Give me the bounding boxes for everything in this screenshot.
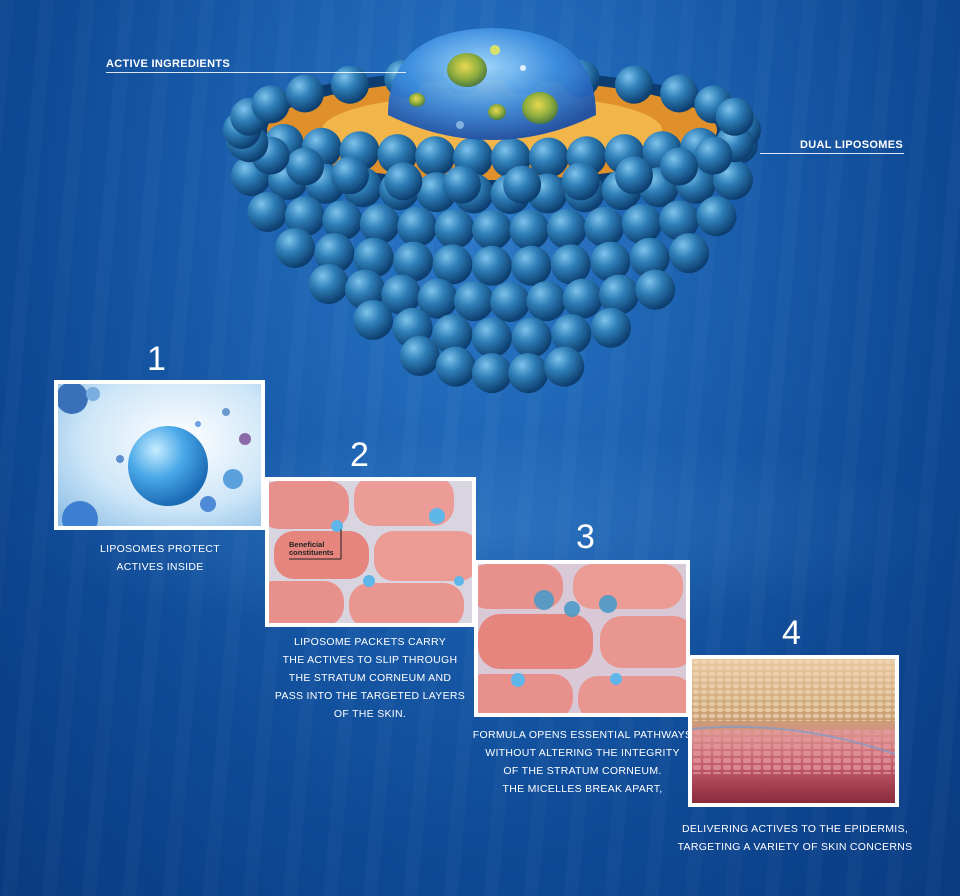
lipid-sphere (384, 162, 423, 201)
step-4-number: 4 (782, 614, 801, 652)
lipid-sphere (715, 97, 754, 136)
lipid-sphere (472, 353, 512, 394)
active-ingredients-leader-line (106, 72, 406, 73)
lipid-sphere (432, 314, 473, 355)
step-4-caption-line: DELIVERING ACTIVES TO THE EPIDERMIS, (681, 823, 909, 835)
step-2-caption-line: THE ACTIVES TO SLIP THROUGH (282, 654, 458, 666)
lipid-sphere (331, 156, 369, 195)
lipid-sphere (417, 278, 458, 319)
lipid-sphere (345, 269, 385, 310)
lipid-sphere (562, 278, 603, 319)
lipid-sphere (635, 269, 676, 310)
lipid-sphere (442, 165, 481, 204)
lipid-sphere (659, 200, 700, 241)
lipid-sphere (511, 317, 552, 358)
step-2-caption-line: OF THE SKIN. (333, 708, 407, 720)
step-1-caption-line: LIPOSOMES PROTECT (99, 543, 221, 555)
lipid-sphere (393, 241, 434, 282)
lipid-sphere (526, 281, 567, 322)
lipid-sphere (629, 237, 670, 278)
lipid-sphere (490, 282, 531, 322)
step-1-number: 1 (147, 340, 166, 378)
step-1-caption: LIPOSOMES PROTECT ACTIVES INSIDE (48, 540, 272, 576)
lipid-sphere (546, 208, 587, 249)
lipid-sphere (508, 353, 549, 394)
step-3-number: 3 (576, 518, 595, 556)
lipid-sphere (590, 241, 631, 282)
lipid-sphere (399, 336, 440, 376)
lipid-sphere (285, 74, 324, 113)
lipid-sphere (584, 206, 625, 247)
lipid-sphere (472, 245, 512, 286)
step-3-caption-line: OF THE STRATUM CORNEUM. (503, 765, 662, 777)
step-3-caption-line: WITHOUT ALTERING THE INTEGRITY (485, 747, 680, 759)
lipid-sphere (285, 147, 324, 186)
lipid-sphere (308, 264, 349, 304)
lipid-sphere (511, 245, 552, 286)
step-2-caption-line: THE STRATUM CORNEUM AND (288, 672, 452, 684)
lipid-sphere (274, 228, 315, 268)
step-3-caption-line: FORMULA OPENS ESSENTIAL PATHWAYS (472, 729, 693, 741)
lipid-sphere (353, 237, 394, 278)
beneficial-constituents-label: Beneficial constituents (289, 540, 334, 557)
lipid-sphere (359, 203, 400, 244)
dual-liposomes-label: DUAL LIPOSOMES (800, 139, 904, 151)
lipid-sphere (331, 65, 369, 104)
lipid-sphere (615, 65, 653, 104)
step-4-caption: DELIVERING ACTIVES TO THE EPIDERMIS, TAR… (670, 820, 920, 856)
lipid-sphere (435, 346, 476, 387)
lipid-sphere (551, 314, 592, 355)
lipid-sphere (247, 192, 288, 232)
lipid-sphere (561, 162, 600, 201)
active-ingredients-label: ACTIVE INGREDIENTS (106, 58, 230, 70)
step-1-caption-line: ACTIVES INSIDE (116, 561, 204, 573)
lipid-sphere (432, 244, 473, 285)
step-3-caption: FORMULA OPENS ESSENTIAL PATHWAYS WITHOUT… (460, 726, 705, 798)
step-4-caption-line: TARGETING A VARIETY OF SKIN CONCERNS (677, 841, 913, 853)
lipid-sphere (322, 200, 363, 241)
lipid-sphere (528, 137, 569, 178)
lipid-sphere (453, 281, 494, 322)
lipid-sphere (694, 136, 733, 175)
lipid-sphere (544, 346, 585, 387)
liposome-illustration (223, 28, 761, 394)
step-2-photo: Beneficial constituents (265, 477, 476, 627)
lipid-sphere (615, 156, 653, 195)
lipid-sphere (509, 209, 550, 250)
step-3-photo (474, 560, 690, 717)
lipid-sphere (251, 85, 290, 124)
step-2-number: 2 (350, 436, 369, 474)
lipid-sphere (621, 203, 662, 244)
lipid-sphere (503, 165, 542, 204)
lipid-sphere (472, 209, 512, 250)
step-2-caption: LIPOSOME PACKETS CARRY THE ACTIVES TO SL… (250, 633, 490, 723)
lipid-sphere (434, 208, 475, 249)
lipid-sphere (415, 136, 456, 177)
dual-liposomes-leader-line (760, 153, 904, 154)
lipid-sphere (550, 244, 591, 285)
lipid-sphere (397, 206, 438, 247)
step-2-caption-line: PASS INTO THE TARGETED LAYERS (274, 690, 466, 702)
lipid-sphere (381, 274, 422, 315)
lipid-sphere (472, 317, 512, 358)
lipid-sphere (284, 196, 325, 237)
step-2-caption-line: LIPOSOME PACKETS CARRY (293, 636, 447, 648)
lipid-sphere (660, 74, 699, 113)
step-1-photo (54, 380, 265, 530)
lipid-sphere (314, 233, 355, 274)
lipid-sphere (660, 147, 699, 186)
lipid-sphere (599, 274, 639, 315)
lipid-sphere (590, 307, 631, 348)
lipid-sphere (669, 233, 710, 274)
lipid-sphere (353, 300, 394, 340)
step-3-caption-line: THE MICELLES BREAK APART, (502, 783, 663, 795)
lipid-sphere (696, 196, 737, 237)
step-4-photo (688, 655, 899, 807)
